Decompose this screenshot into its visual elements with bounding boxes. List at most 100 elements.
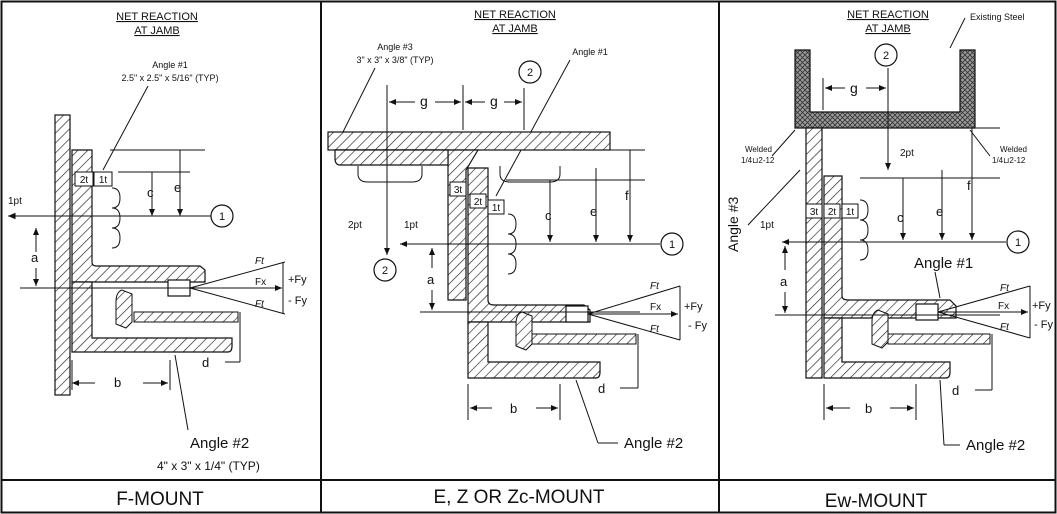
pt1-label: 1pt [8, 196, 22, 207]
angle2-label: Angle #2 [624, 435, 683, 452]
caption-f-mount: F-MOUNT [116, 489, 204, 510]
force-fy-minus: - Fy [288, 295, 307, 307]
dim-a: a [31, 250, 39, 265]
angle1-shape [823, 175, 957, 319]
welded-right-label: Welded [1000, 145, 1027, 154]
angle3-shape [805, 127, 823, 379]
circle-2-bottom [373, 258, 397, 282]
force-ft-top: Ft [1000, 283, 1010, 294]
circle-2 [874, 43, 898, 67]
dim-g2: g [490, 93, 498, 109]
dim-b: b [114, 375, 121, 390]
force-ft-bottom: Ft [255, 299, 265, 310]
circle-1 [210, 204, 234, 228]
dim-a: a [427, 272, 435, 287]
force-fy-minus: - Fy [688, 320, 707, 332]
force-fx: Fx [998, 301, 1009, 312]
circle-2-top-text: 2 [527, 67, 533, 79]
dim-d: d [598, 381, 605, 396]
rail [133, 311, 239, 323]
circle-2-text: 2 [883, 50, 889, 62]
force-fy-plus: +Fy [684, 301, 703, 313]
t1-label: 1t [846, 207, 855, 218]
angle1-label: Angle #1 [152, 60, 188, 70]
angle3-label: Angle #3 [725, 197, 741, 252]
force-ft-top: Ft [255, 256, 265, 267]
angle1-shape [467, 167, 591, 323]
circle-1-text: 1 [669, 239, 675, 251]
angle2-shape [467, 321, 601, 379]
weld-right-spec: 1/4⊔2-12 [992, 156, 1026, 165]
jamb-wall [54, 114, 71, 396]
angle1-shape [71, 149, 206, 283]
angle3-leader [339, 67, 376, 139]
welded-left-label: Welded [745, 145, 772, 154]
pt1-label: 1pt [760, 220, 774, 231]
dim-a: a [780, 274, 788, 289]
angle1-label: Angle #1 [914, 255, 973, 272]
t3-label: 3t [454, 185, 463, 196]
force-fx: Fx [255, 277, 266, 288]
pt2-label: 2pt [348, 220, 362, 231]
dim-f: f [625, 188, 629, 203]
circle-1-text: 1 [219, 211, 225, 223]
load-box [915, 303, 939, 321]
dim-b: b [865, 401, 872, 416]
weld-left-spec: 1/4⊔2-12 [741, 156, 775, 165]
t1-label: 1t [492, 203, 501, 214]
existing-steel-channel [794, 49, 976, 129]
heading-at-jamb: AT JAMB [865, 23, 910, 35]
dim-b: b [510, 401, 517, 416]
angle2-label: Angle #2 [966, 437, 1025, 454]
clip-shape [515, 311, 533, 351]
pt2-label: 2pt [900, 148, 914, 159]
angle2-size: 4" x 3" x 1/4" (TYP) [157, 459, 260, 473]
force-fx: Fx [650, 302, 661, 313]
dim-f: f [967, 178, 971, 193]
angle2-shape [71, 281, 233, 353]
rail [531, 333, 637, 345]
angle3-label: Angle #3 [377, 42, 413, 52]
pt1-label: 1pt [404, 220, 418, 231]
heading-net-reaction: NET REACTION [847, 9, 929, 21]
t3-label: 3t [810, 207, 819, 218]
heading-net-reaction: NET REACTION [474, 9, 556, 21]
dim-d: d [952, 383, 959, 398]
angle2-leader [575, 379, 599, 444]
force-fy-plus: +Fy [1032, 300, 1051, 312]
clip-shape [871, 309, 889, 349]
clip-shape [115, 289, 133, 329]
dim-e: e [174, 180, 181, 195]
existing-steel-label: Existing Steel [970, 12, 1025, 22]
force-ft-bottom: Ft [650, 324, 660, 335]
angle1-label: Angle #1 [572, 47, 608, 57]
angle2-leader [939, 379, 945, 446]
force-ft-top: Ft [650, 281, 660, 292]
dim-d: d [202, 355, 209, 370]
bolt-bumps-top [357, 166, 423, 183]
dim-c: c [147, 185, 154, 200]
circle-1 [1006, 230, 1030, 254]
caption-ew-mount: Ew-MOUNT [825, 491, 928, 512]
angle1-leader [102, 85, 149, 171]
bolt-bumps [111, 187, 121, 249]
dim-c: c [897, 210, 904, 225]
t2-label: 2t [474, 197, 483, 208]
force-fy-minus: - Fy [1034, 319, 1053, 331]
dim-g1: g [420, 93, 428, 109]
panel-f-mount: NET REACTION AT JAMB Angle #1 2.5" x 2.5… [8, 11, 307, 510]
heading-net-reaction: NET REACTION [116, 11, 198, 23]
dim-e: e [590, 204, 597, 219]
dim-c: c [545, 208, 552, 223]
panel-ew-mount: NET REACTION AT JAMB Existing Steel 2 We… [725, 9, 1053, 512]
circle-1-text: 1 [1015, 237, 1021, 249]
t2-label: 2t [828, 207, 837, 218]
angle2-leader [174, 354, 189, 431]
dim-e: e [936, 204, 943, 219]
angle1-leader [495, 59, 571, 197]
dim-g: g [850, 80, 858, 96]
angle3-size: 3" x 3" x 3/8" (TYP) [356, 55, 433, 65]
circle-1 [660, 232, 684, 256]
